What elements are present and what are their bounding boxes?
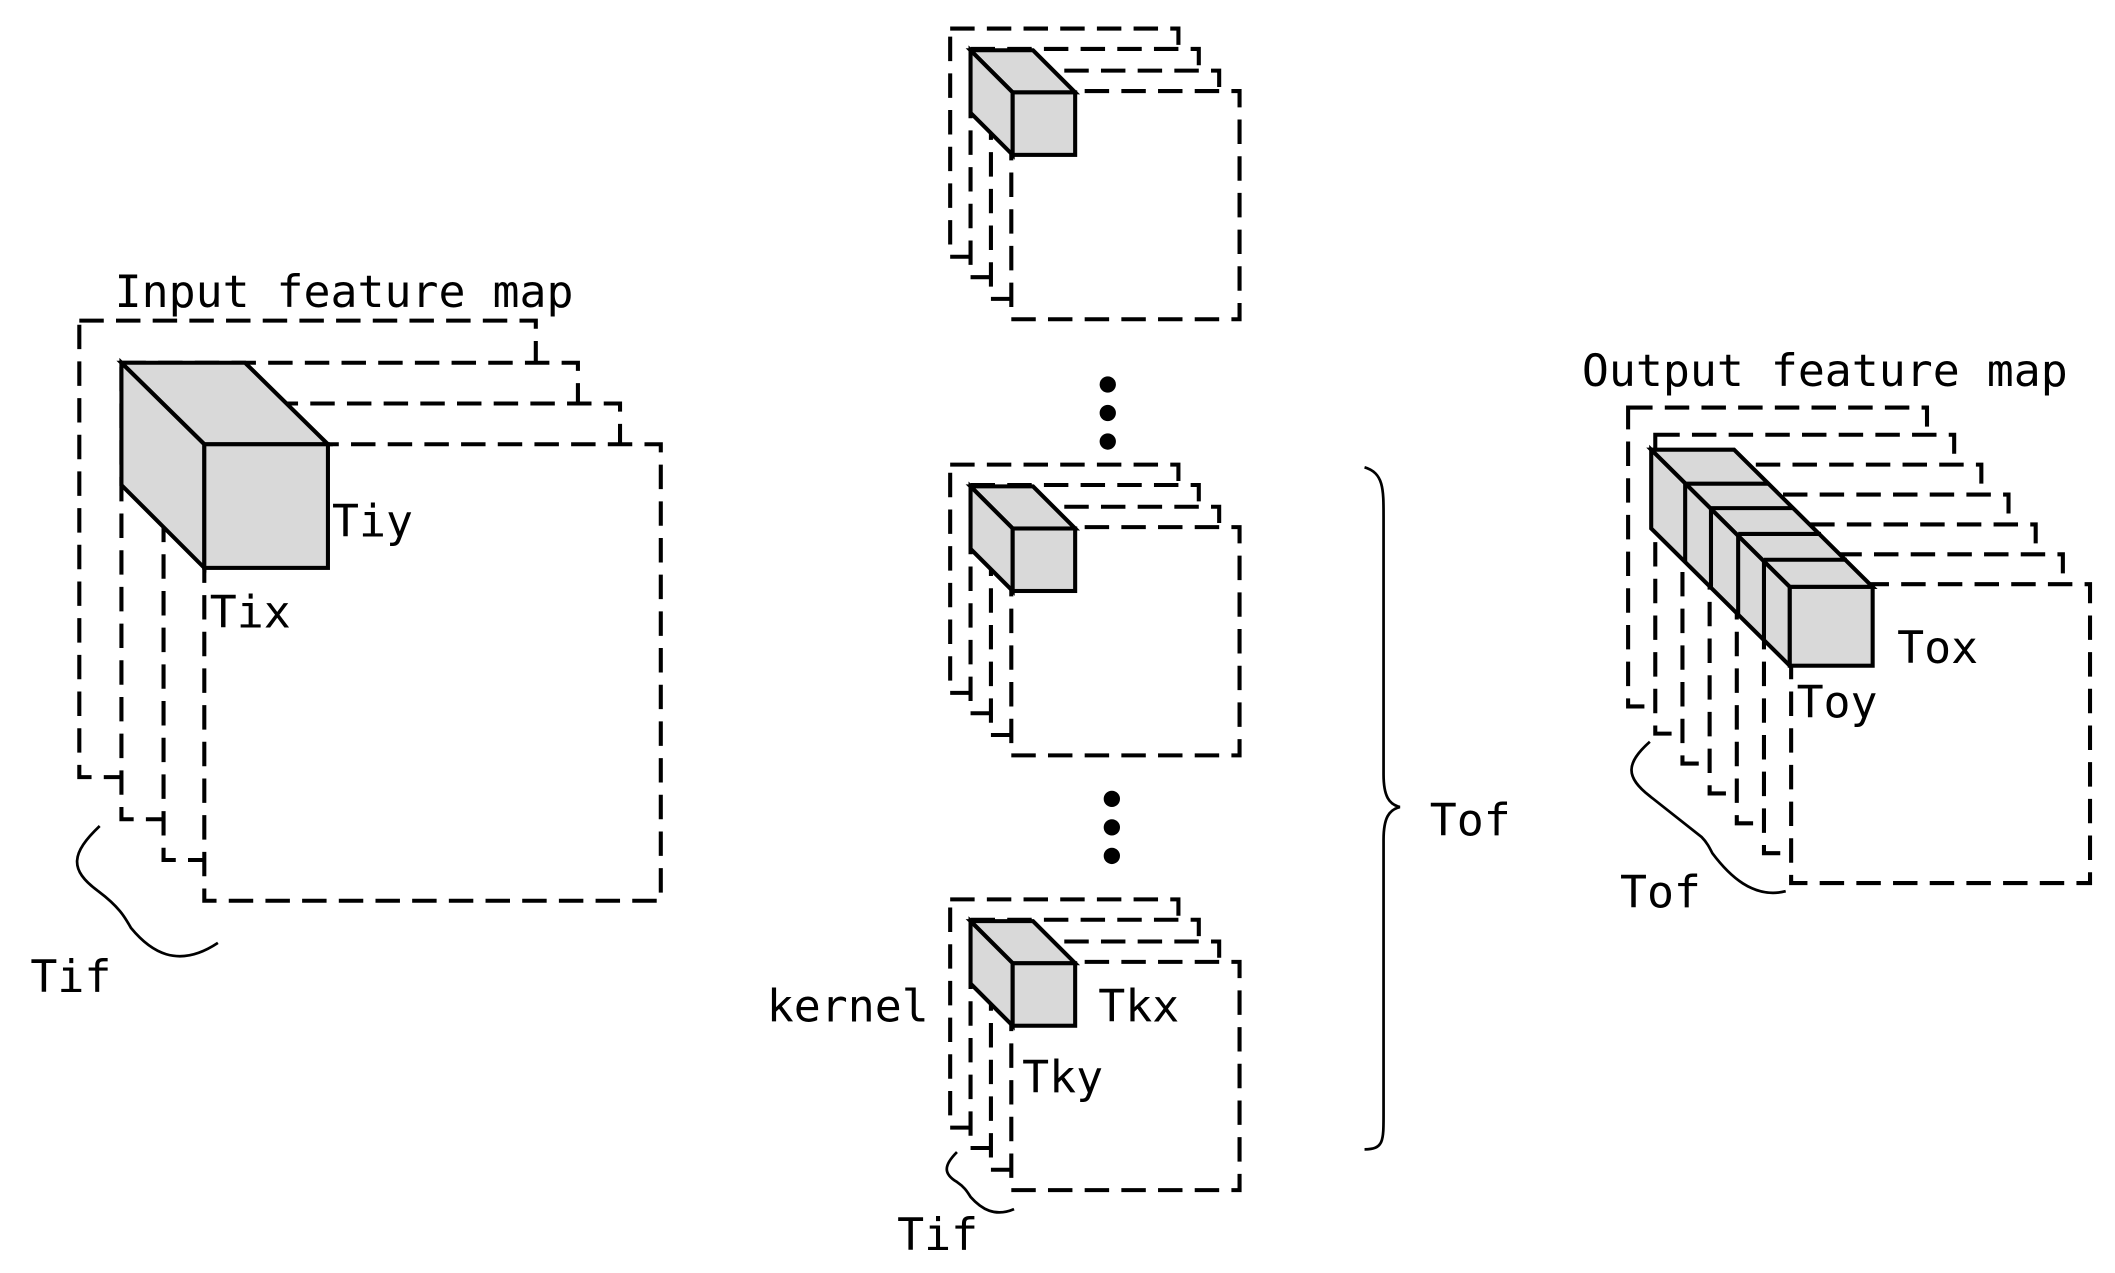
- kernel-label: kernel: [767, 980, 929, 1033]
- output-channel-brace: [1630, 740, 1787, 895]
- input-channel-label: Tif: [30, 950, 111, 1003]
- input-channel-brace: [75, 825, 219, 958]
- output-tile-y-label: Toy: [1797, 675, 1878, 728]
- input-tile-y-label: Tiy: [332, 495, 413, 548]
- input-map-title: Input feature map: [115, 265, 574, 318]
- output-map-title: Output feature map: [1582, 344, 2068, 397]
- kernel-channel-brace: [945, 1151, 1015, 1214]
- output-feature-map: Output feature map Tox Toy Tof: [1582, 344, 2093, 919]
- kernel-stack-bottom: kernel Tkx Tky Tif: [767, 897, 1242, 1261]
- kernel-tile-x-label: Tkx: [1098, 980, 1179, 1033]
- kernel-tile-cube: [965, 45, 1081, 160]
- kernel-channel-label: Tif: [897, 1208, 978, 1261]
- output-channel-label: Tof: [1620, 866, 1701, 919]
- kernel-tile-cube: [965, 916, 1081, 1031]
- input-tile-x-label: Tix: [210, 586, 291, 639]
- output-tile-x-label: Tox: [1897, 621, 1978, 674]
- ellipsis-dots: [1099, 376, 1116, 450]
- output-tile-block: [1646, 444, 1878, 671]
- input-tile-cube: [116, 357, 333, 573]
- ellipsis-dots: [1103, 790, 1120, 865]
- kernel-stack-middle: [948, 462, 1242, 758]
- kernel-tile-y-label: Tky: [1022, 1050, 1103, 1103]
- kernel-stack-top: [948, 26, 1242, 322]
- kernel-tile-cube: [965, 481, 1081, 596]
- kernel-group-label: Tof: [1430, 794, 1511, 847]
- kernel-group-brace: Tof: [1364, 466, 1511, 1151]
- input-feature-map: Input feature map Tiy Tix Tif: [30, 265, 663, 1003]
